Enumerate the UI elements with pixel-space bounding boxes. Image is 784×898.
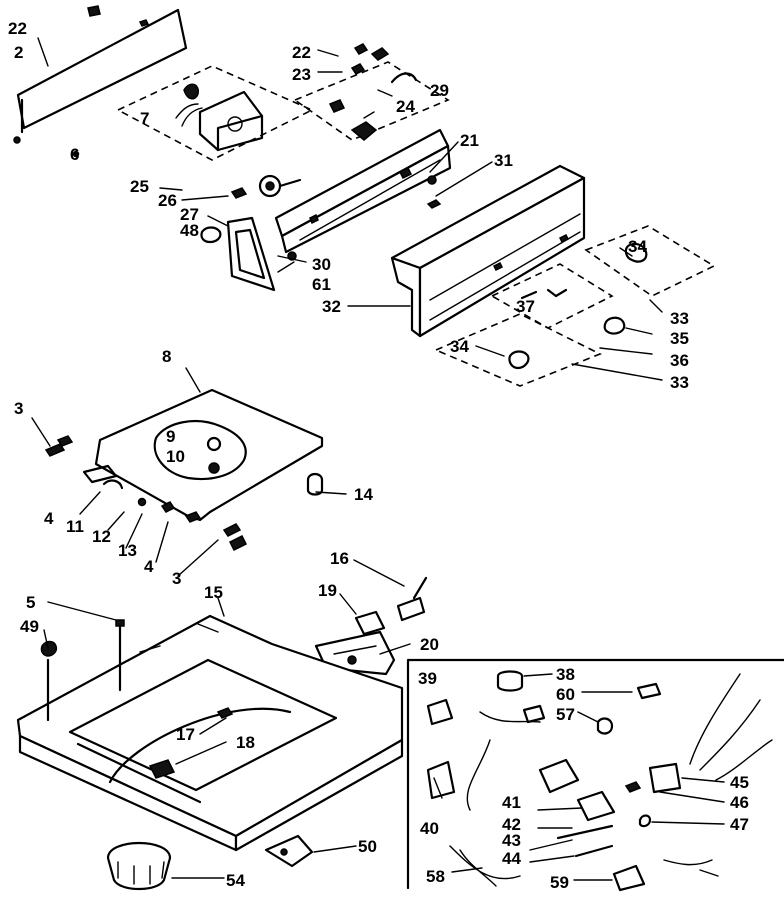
console-panel-part-32 [390,164,586,338]
part-label-43: 43 [502,831,521,850]
part-label-36: 36 [670,351,689,370]
part-label-42: 42 [502,815,521,834]
switch-parts-25-26 [230,174,302,199]
part-label-30: 30 [312,255,331,274]
part-label-19: 19 [318,581,337,600]
part-label-20: 20 [420,635,439,654]
bracket-part-50 [264,834,314,868]
part-label-9: 9 [166,427,175,446]
part-label-48: 48 [180,221,199,240]
part-label-58: 58 [426,867,445,886]
part-label-15: 15 [204,583,223,602]
part-label-29: 29 [430,81,449,100]
timer-assembly-part-7 [72,65,314,161]
part-label-3: 3 [172,569,181,588]
part-label-7: 7 [140,109,149,128]
part-label-33: 33 [670,373,689,392]
part-label-37: 37 [516,297,535,316]
part-label-23: 23 [292,65,311,84]
part-label-6: 6 [70,145,79,164]
agitator-cap-part-54 [106,842,172,890]
part-label-2: 2 [14,43,23,62]
part-label-31: 31 [494,151,513,170]
part-label-25: 25 [130,177,149,196]
part-label-32: 32 [322,297,341,316]
part-label-21: 21 [460,131,479,150]
part-label-34: 34 [628,237,647,256]
cover-hinge-hardware [44,435,248,552]
part-label-54: 54 [226,871,245,890]
part-label-8: 8 [162,347,171,366]
lid-switch-group [314,576,428,676]
cabinet-top-part-15 [16,614,404,852]
part-label-46: 46 [730,793,749,812]
part-label-22: 22 [8,19,27,38]
part-label-59: 59 [550,873,569,892]
part-label-49: 49 [20,617,39,636]
part-label-47: 47 [730,815,749,834]
small-hardware-group [293,43,450,141]
part-label-14: 14 [354,485,373,504]
part-label-39: 39 [418,669,437,688]
part-label-40: 40 [420,819,439,838]
part-label-13: 13 [118,541,137,560]
part-label-38: 38 [556,665,575,684]
part-label-11: 11 [66,517,84,536]
part-label-3: 3 [14,399,23,418]
part-label-60: 60 [556,685,575,704]
part-label-10: 10 [166,447,185,466]
part-label-5: 5 [26,593,35,612]
part-label-33: 33 [670,309,689,328]
part-label-35: 35 [670,329,689,348]
part-label-27: 27 [180,205,199,224]
part-labels: 2226722232429213125262748306132343337353… [8,19,749,892]
electrical-parts-inset [406,658,784,892]
console-hardware-33-37 [433,225,716,387]
part-label-57: 57 [556,705,575,724]
top-cover-part-8 [82,388,324,522]
part-label-12: 12 [92,527,111,546]
part-label-4: 4 [44,509,54,528]
control-rail-part-30 [274,128,452,254]
part-label-16: 16 [330,549,349,568]
part-label-17: 17 [176,725,195,744]
part-label-26: 26 [158,191,177,210]
leader-lines [31,37,725,881]
part-label-34: 34 [450,337,469,356]
part-label-44: 44 [502,849,521,868]
bracket-part-27 [200,216,297,292]
bracket-part-2 [13,5,188,144]
part-label-24: 24 [396,97,415,116]
part-label-61: 61 [312,275,331,294]
part-label-50: 50 [358,837,377,856]
part-label-18: 18 [236,733,255,752]
part-label-41: 41 [502,793,521,812]
part-label-4: 4 [144,557,154,576]
part-label-45: 45 [730,773,749,792]
part-label-22: 22 [292,43,311,62]
